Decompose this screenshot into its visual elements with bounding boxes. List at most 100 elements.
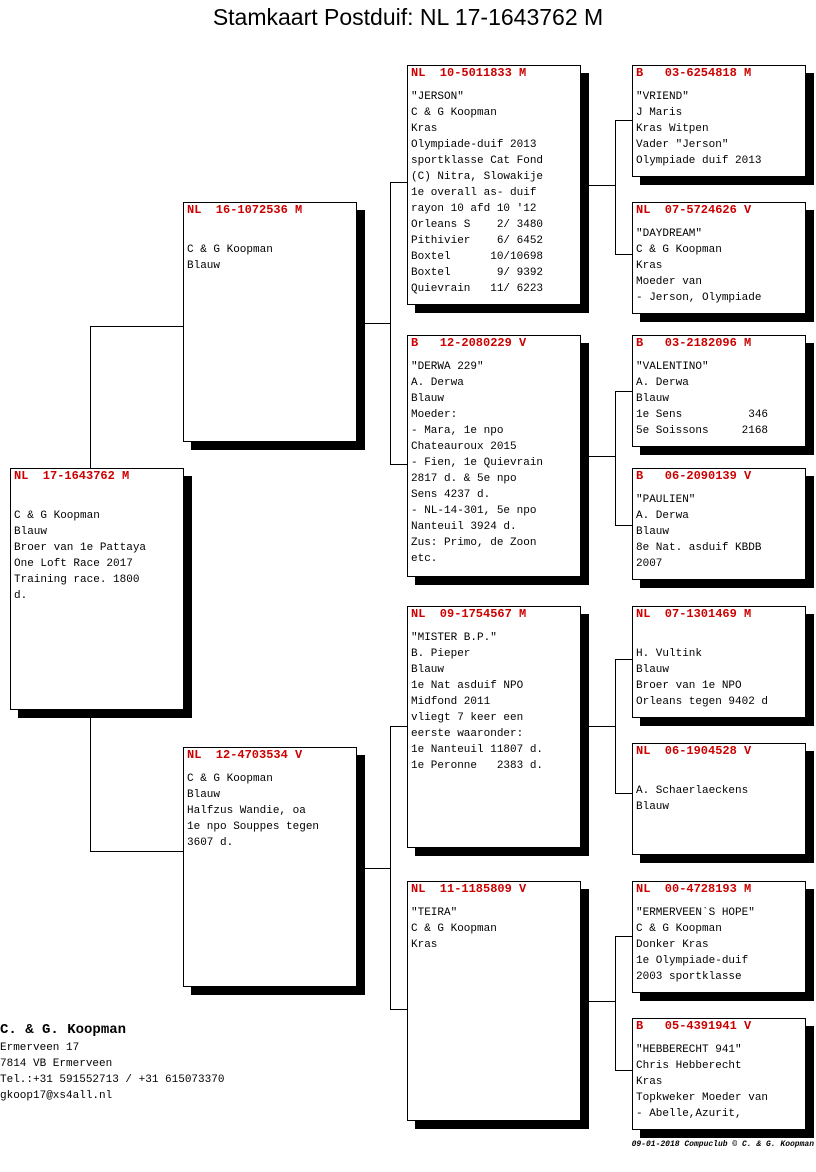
ring-number: B 06-2090139 V <box>636 469 752 483</box>
connector <box>90 326 91 468</box>
pigeon-info-line: "HEBBERECHT 941" <box>636 1044 742 1056</box>
pigeon-info-line: Boxtel 9/ 9392 <box>411 267 544 279</box>
pigeon-info-line: "JERSON" <box>411 91 464 103</box>
pigeon-info-line: 2007 <box>636 558 663 570</box>
pigeon-info-line: Sens 4237 d. <box>411 489 491 501</box>
owner-info: C. & G. Koopman Ermerveen 17 7814 VB Erm… <box>0 1020 224 1104</box>
ring-number: B 05-4391941 V <box>636 1019 752 1033</box>
ring-number: NL 06-1904528 V <box>636 744 752 758</box>
pigeon-info-line: 1e Olympiade-duif <box>636 955 749 967</box>
pigeon-info-line: C & G Koopman <box>187 244 273 256</box>
pigeon-info-line: 1e Nanteuil 11807 d. <box>411 744 544 756</box>
pigeon-info-line: "MISTER B.P." <box>411 632 497 644</box>
pigeon-info-line: Chris Hebberecht <box>636 1060 742 1072</box>
ring-number: B 12-2080229 V <box>411 336 527 350</box>
connector <box>356 868 391 869</box>
pigeon-info-line: Moeder van <box>636 276 703 288</box>
pigeon-info-line: Topkweker Moeder van <box>636 1092 769 1104</box>
pigeon-info-line: A. Derwa <box>636 377 689 389</box>
connector <box>588 726 615 727</box>
pigeon-info-line: Blauw <box>187 789 221 801</box>
pigeon-info-line: 1e Peronne 2383 d. <box>411 760 544 772</box>
pigeon-info-line: Kras Witpen <box>636 123 709 135</box>
pigeon-info-line: Training race. 1800 <box>14 574 140 586</box>
pigeon-info-line: Blauw <box>14 526 48 538</box>
pigeon-info-line: d. <box>14 590 28 602</box>
connector <box>615 391 616 525</box>
pigeon-info-line <box>636 630 805 646</box>
pigeon-info-line: C & G Koopman <box>187 773 273 785</box>
pigeon-info-line: Blauw <box>636 526 670 538</box>
pigeon-info-line <box>187 226 356 242</box>
owner-name: C. & G. Koopman <box>0 1022 127 1038</box>
connector <box>390 1009 407 1010</box>
ring-number: NL 17-1643762 M <box>14 469 130 483</box>
owner-address-line: Ermerveen 17 <box>0 1042 80 1054</box>
pigeon-card-mmf: NL 00-4728193 M"ERMERVEEN`S HOPE"C & G K… <box>632 881 806 993</box>
pigeon-info-line: - NL-14-301, 5e npo <box>411 505 537 517</box>
connector <box>615 659 616 793</box>
pigeon-info-line <box>636 767 805 783</box>
connector <box>615 659 632 660</box>
pigeon-info-line: 8e Nat. asduif KBDB <box>636 542 762 554</box>
pigeon-info-line: etc. <box>411 553 438 565</box>
pigeon-info-line: C & G Koopman <box>411 107 497 119</box>
pigeon-info-line: "PAULIEN" <box>636 494 696 506</box>
ring-number: NL 00-4728193 M <box>636 882 752 896</box>
pigeon-card-mmm: B 05-4391941 V "HEBBERECHT 941" Chris Hebb… <box>632 1018 806 1130</box>
ring-number: NL 07-5724626 V <box>636 203 752 217</box>
connector <box>615 391 632 392</box>
pigeon-info-line: Blauw <box>636 801 670 813</box>
pigeon-info-line: Kras <box>636 1076 663 1088</box>
pigeon-info-line: - Fien, 1e Quievrain <box>411 457 544 469</box>
pigeon-info-line: "VALENTINO" <box>636 361 709 373</box>
ring-number: NL 11-1185809 V <box>411 882 527 896</box>
pigeon-info-line: Broer van 1e NPO <box>636 680 742 692</box>
pigeon-info-line: vliegt 7 keer een <box>411 712 524 724</box>
connector <box>615 120 616 254</box>
connector <box>390 726 391 1009</box>
pigeon-info-line: H. Vultink <box>636 648 703 660</box>
pigeon-info-line: sportklasse Cat Fond <box>411 155 544 167</box>
connector <box>615 525 632 526</box>
pigeon-info-line: B. Pieper <box>411 648 471 660</box>
pigeon-info-line: Kras <box>411 123 438 135</box>
pigeon-info-line: C & G Koopman <box>411 923 497 935</box>
pigeon-info-line: Orleans S 2/ 3480 <box>411 219 544 231</box>
pigeon-info-line: Olympiade-duif 2013 <box>411 139 537 151</box>
pigeon-info-line: "DERWA 229" <box>411 361 484 373</box>
pigeon-info-line: 1e Sens 346 <box>636 409 769 421</box>
pigeon-info-line: 1e npo Souppes tegen <box>187 821 320 833</box>
pigeon-info-line: 3607 d. <box>187 837 234 849</box>
pigeon-info-line: Blauw <box>411 664 445 676</box>
pigeon-info-line: 1e overall as- duif <box>411 187 537 199</box>
pigeon-info-line: Blauw <box>636 664 670 676</box>
pigeon-info-line: 2003 sportklasse <box>636 971 742 983</box>
pigeon-info-line: Quievrain 11/ 6223 <box>411 283 544 295</box>
pigeon-info-line: - Jerson, Olympiade <box>636 292 762 304</box>
owner-address-line: 7814 VB Ermerveen <box>0 1058 113 1070</box>
connector <box>390 182 407 183</box>
connector <box>588 456 615 457</box>
owner-phone: Tel.:+31 591552713 / +31 615073370 <box>0 1074 225 1086</box>
connector <box>615 936 632 937</box>
owner-email: gkoop17@xs4all.nl <box>0 1090 113 1102</box>
pigeon-info-line: 5e Soissons 2168 <box>636 425 769 437</box>
pigeon-info-line: Vader "Jerson" <box>636 139 729 151</box>
pigeon-info-line: A. Derwa <box>636 510 689 522</box>
connector <box>390 182 391 464</box>
pigeon-info-line: Chateauroux 2015 <box>411 441 517 453</box>
connector <box>615 254 632 255</box>
pigeon-info-line: "TEIRA" <box>411 907 458 919</box>
pigeon-info-line: - Abelle,Azurit, <box>636 1108 742 1120</box>
